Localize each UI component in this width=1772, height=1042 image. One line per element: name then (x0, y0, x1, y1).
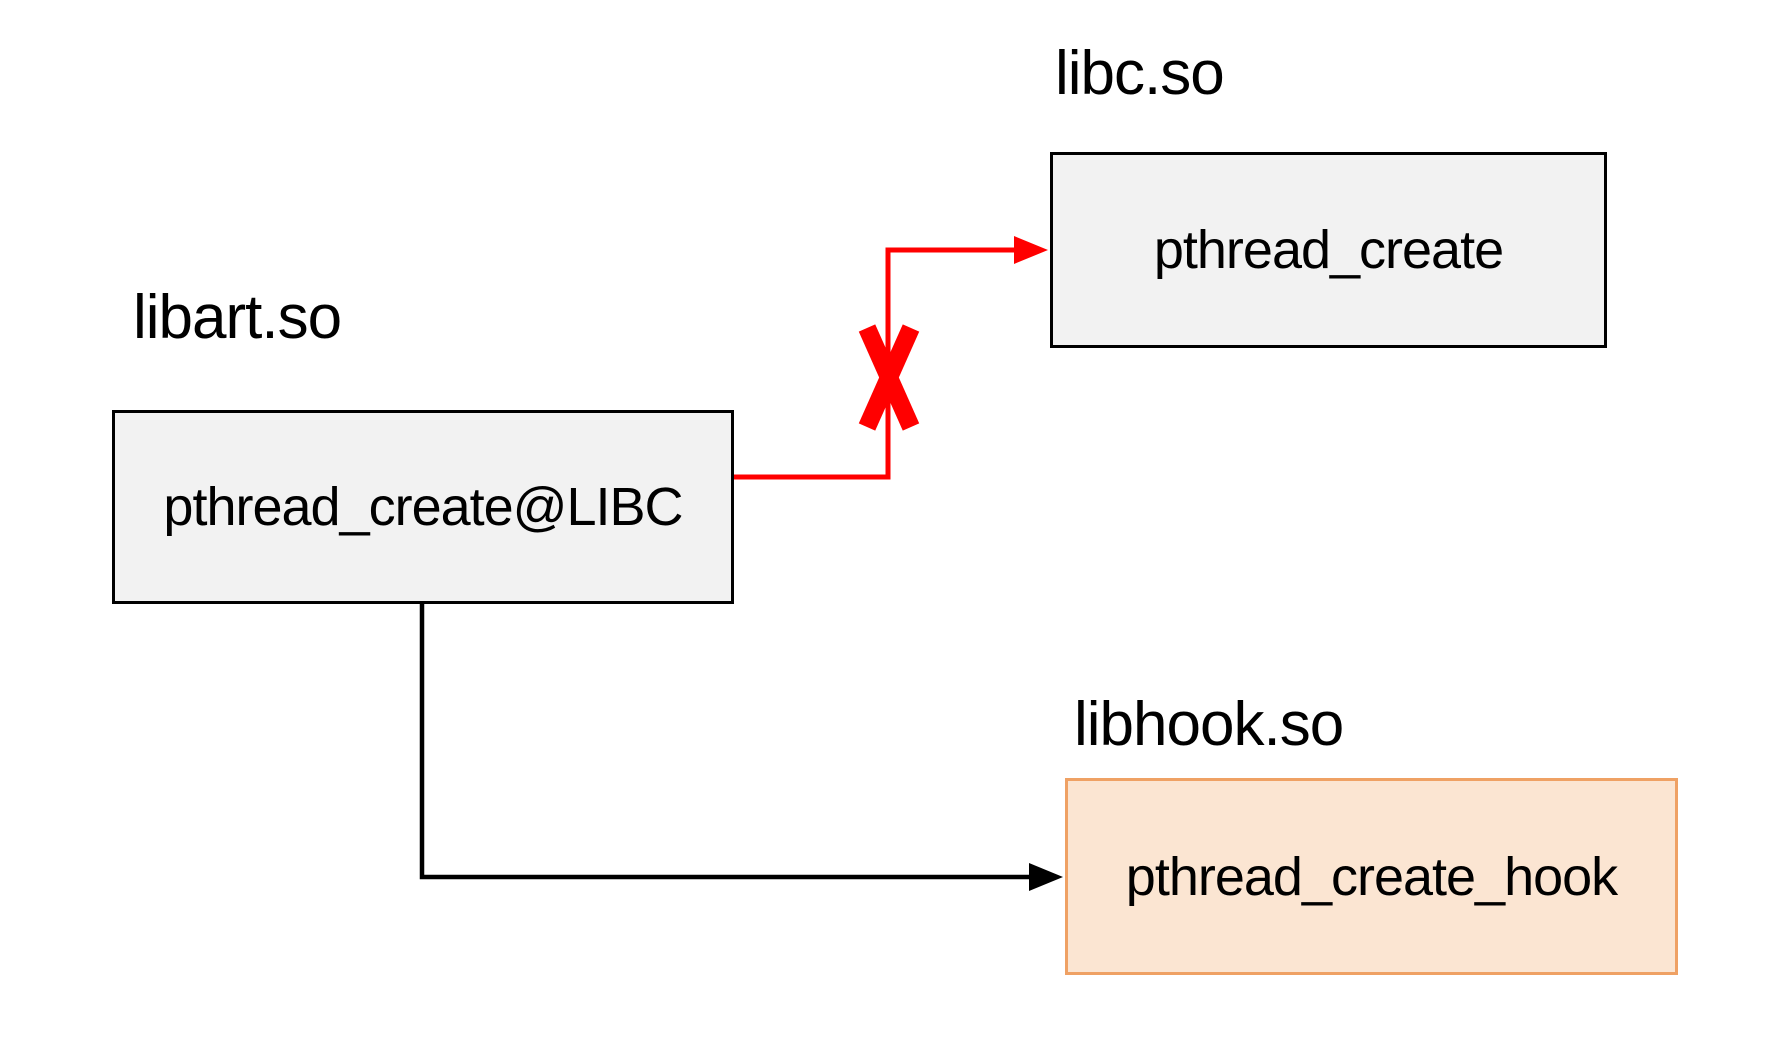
hook-call-arrow (419, 604, 1063, 891)
library-label-libhook: libhook.so (1074, 690, 1344, 759)
function-box-libc: pthread_create (1050, 152, 1607, 348)
blocked-call-arrowhead-icon (1014, 236, 1048, 264)
function-name-libc: pthread_create (1153, 220, 1504, 280)
function-name-libhook: pthread_create_hook (1125, 846, 1618, 907)
hook-call-arrow-line (419, 604, 1034, 880)
blocked-call-arrow (734, 236, 1048, 480)
hook-call-arrowhead-icon (1029, 863, 1063, 891)
function-box-libhook: pthread_create_hook (1065, 778, 1678, 975)
function-box-libart: pthread_create@LIBC (112, 410, 734, 604)
blocked-call-arrow-line (734, 247, 1020, 480)
function-name-libart: pthread_create@LIBC (163, 477, 683, 537)
library-label-libc: libc.so (1055, 39, 1225, 108)
library-label-libart: libart.so (133, 283, 342, 352)
blocked-x-icon (858, 324, 920, 431)
